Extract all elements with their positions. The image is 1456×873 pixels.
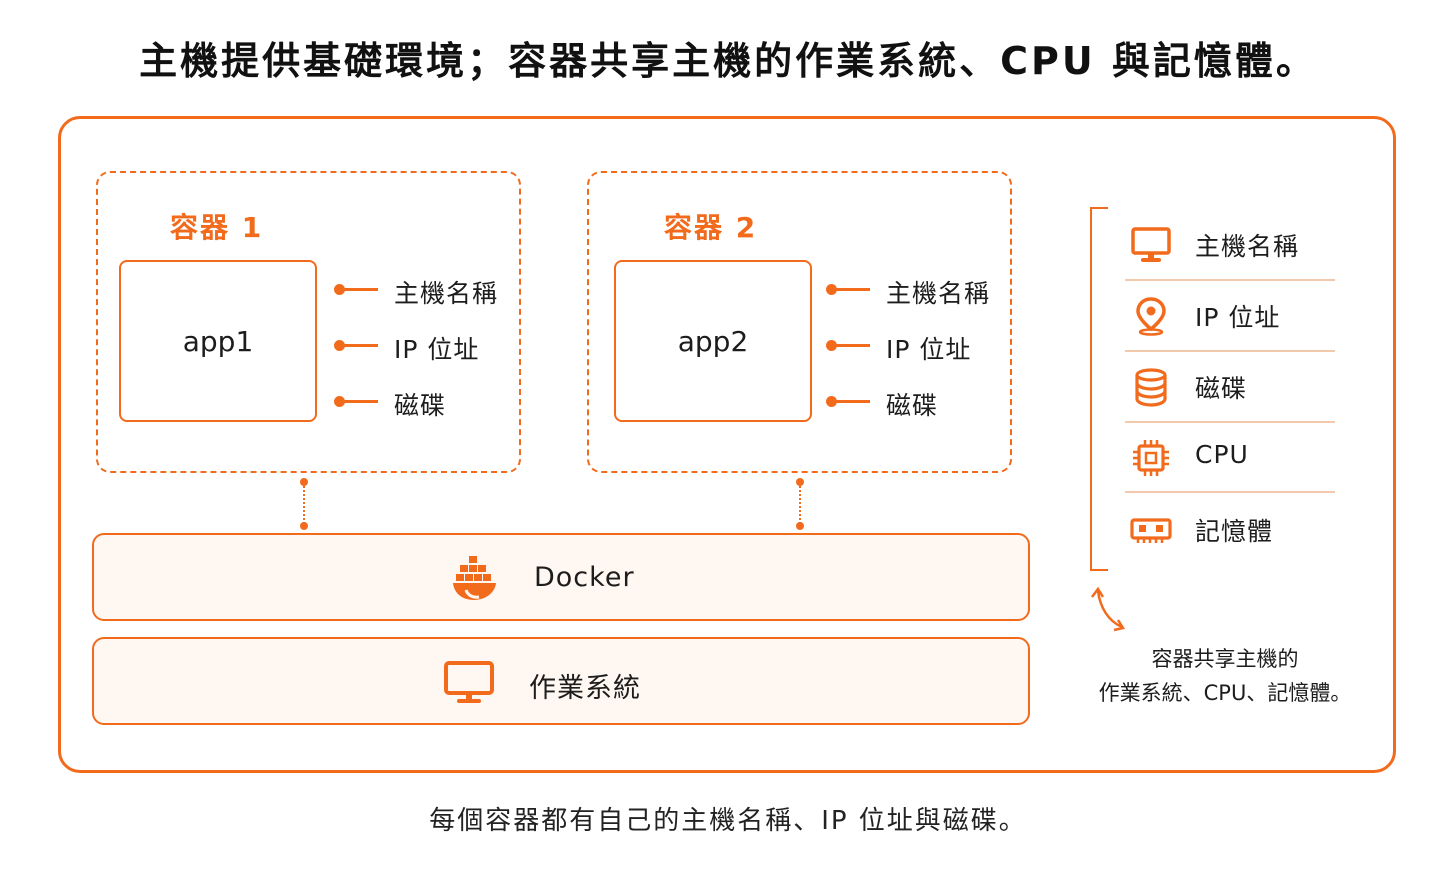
connector-dot (300, 522, 308, 530)
shared-resources-bracket (1090, 207, 1108, 571)
attr-dot (334, 340, 345, 351)
resource-row-memory: 記憶體 (1125, 494, 1335, 564)
cpu-icon (1133, 440, 1169, 476)
memory-icon (1130, 518, 1172, 543)
resource-row-disk: 磁碟 (1125, 351, 1335, 421)
resource-label: CPU (1195, 440, 1249, 469)
attr-line (342, 344, 378, 347)
attr-dot (334, 284, 345, 295)
attr-dot (826, 396, 837, 407)
container-2-label: 容器 2 (664, 211, 758, 244)
app2-label: app2 (677, 324, 749, 358)
resource-label: 主機名稱 (1195, 232, 1300, 261)
note-line-1: 容器共享主機的 (1151, 647, 1299, 671)
resource-divider (1125, 350, 1335, 352)
os-label: 作業系統 (529, 673, 641, 704)
attr-dot (334, 396, 345, 407)
os-layer (92, 637, 1030, 725)
resource-row-hostname: 主機名稱 (1125, 209, 1335, 279)
note-line-2: 作業系統、CPU、記憶體。 (1098, 681, 1352, 705)
attr-dot (826, 340, 837, 351)
container-2-connector (799, 486, 801, 524)
attr-line (834, 288, 870, 291)
connector-dot (796, 522, 804, 530)
diagram-footer: 每個容器都有自己的主機名稱、IP 位址與磁碟。 (429, 806, 1027, 836)
resource-divider (1125, 491, 1335, 493)
container-1-label: 容器 1 (170, 211, 264, 244)
docker-layer (92, 533, 1030, 621)
container-1-attr-disk: 磁碟 (394, 391, 447, 420)
docker-whale-icon (453, 556, 496, 600)
monitor-icon (1131, 227, 1171, 262)
container-1-attr-ip: IP 位址 (394, 335, 480, 364)
resource-divider (1125, 421, 1335, 423)
attr-dot (826, 284, 837, 295)
attr-line (834, 344, 870, 347)
app1-label: app1 (182, 324, 254, 358)
disk-icon (1135, 368, 1167, 407)
connector-dot (300, 478, 308, 486)
container-1-box (96, 171, 521, 473)
attr-line (342, 288, 378, 291)
docker-label: Docker (534, 562, 635, 593)
resource-row-cpu: CPU (1125, 422, 1335, 492)
resource-label: 磁碟 (1195, 374, 1248, 403)
location-pin-icon (1136, 297, 1166, 336)
host-frame (58, 116, 1396, 773)
resource-label: IP 位址 (1195, 303, 1281, 332)
container-2-attr-hostname: 主機名稱 (886, 279, 991, 308)
resource-row-ip: IP 位址 (1125, 280, 1335, 350)
container-2-attr-ip: IP 位址 (886, 335, 972, 364)
monitor-icon (444, 661, 494, 703)
connector-dot (796, 478, 804, 486)
attr-line (342, 400, 378, 403)
resource-label: 記憶體 (1195, 517, 1274, 546)
attr-line (834, 400, 870, 403)
diagram-title: 主機提供基礎環境；容器共享主機的作業系統、CPU 與記憶體。 (139, 39, 1317, 83)
shared-resources-note: 容器共享主機的 作業系統、CPU、記憶體。 (1080, 642, 1370, 710)
app2-box: app2 (614, 260, 812, 422)
container-1-attr-hostname: 主機名稱 (394, 279, 499, 308)
resource-divider (1125, 279, 1335, 281)
curved-arrow-icon (1091, 586, 1125, 632)
container-2-attr-disk: 磁碟 (886, 391, 939, 420)
container-1-connector (303, 486, 305, 524)
app1-box: app1 (119, 260, 317, 422)
container-2-box (587, 171, 1012, 473)
